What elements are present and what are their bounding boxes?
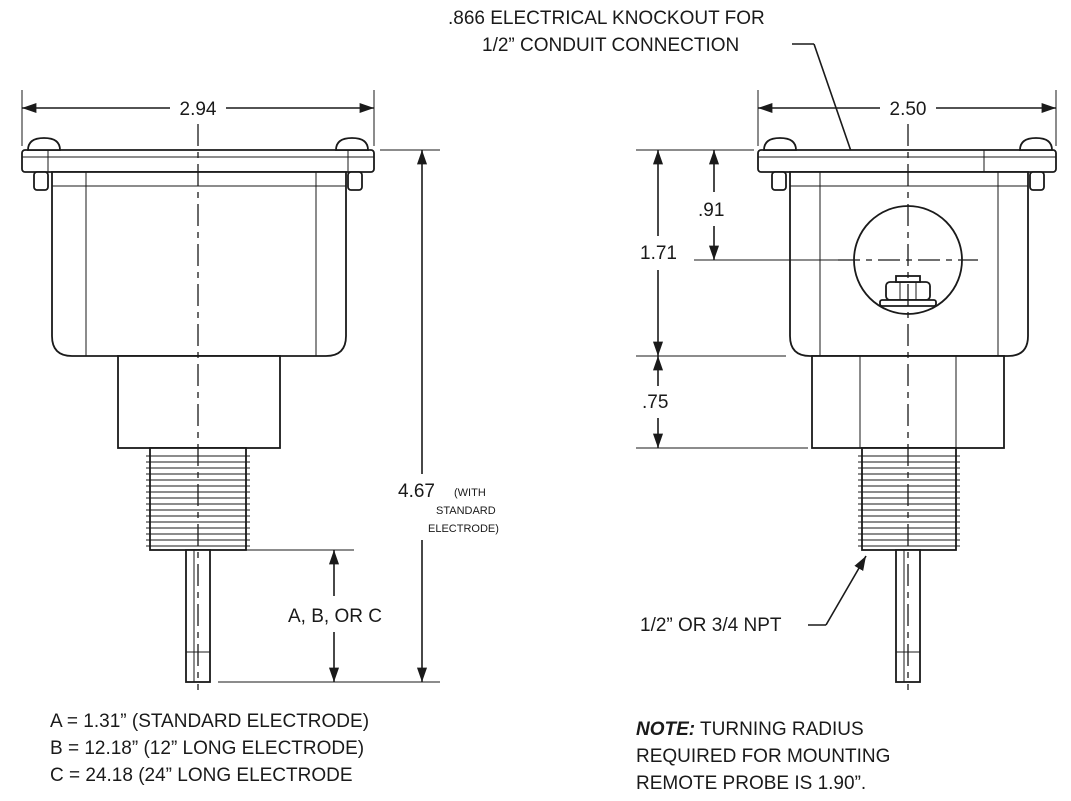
npt-label: 1/2” OR 3/4 NPT [640,615,782,636]
left-housing [51,171,347,357]
knockout-label-line-2: 1/2” CONDUIT CONNECTION [482,35,739,56]
note-line-3: REMOTE PROBE IS 1.90”. [636,773,866,794]
left-screw-1 [27,137,61,191]
right-flange [757,149,1057,173]
left-hex-body [117,355,281,449]
right-width-dim: 2.50 [890,99,927,120]
dim-171: 1.71 [640,243,677,264]
legend-line-c: C = 24.18 (24” LONG ELECTRODE [50,765,353,786]
right-screw-1 [763,137,797,191]
note-line-2: REQUIRED FOR MOUNTING [636,746,890,767]
legend-line-a: A = 1.31” (STANDARD ELECTRODE) [50,711,369,732]
left-screw-2 [335,137,369,191]
right-view: .866 ELECTRICAL KNOCKOUT FOR 1/2” CONDUI… [448,8,1057,690]
right-screw-2 [1019,137,1053,191]
left-view: 2.94 4.67 (WITH STANDARD ELECTRODE) A, B… [21,90,499,690]
left-electrode-dim: A, B, OR C [288,606,382,627]
left-height-note-1: (WITH [454,487,486,499]
note-label: NOTE: [636,719,695,740]
note-line-1-rest: TURNING RADIUS [695,719,864,740]
legend: A = 1.31” (STANDARD ELECTRODE) B = 12.18… [50,711,369,786]
left-height-dim: 4.67 [398,481,435,502]
dim-075: .75 [642,392,668,413]
dim-091: .91 [698,200,724,221]
knockout-label-line-1: .866 ELECTRICAL KNOCKOUT FOR [448,8,765,29]
left-width-dim: 2.94 [180,99,217,120]
left-height-note-2: STANDARD [436,505,496,517]
legend-line-b: B = 12.18” (12” LONG ELECTRODE) [50,738,364,759]
note-line-1: NOTE: TURNING RADIUS [636,719,864,740]
left-height-note-3: ELECTRODE) [428,523,499,535]
right-thread [858,447,960,551]
note: NOTE: TURNING RADIUS REQUIRED FOR MOUNTI… [636,719,890,794]
